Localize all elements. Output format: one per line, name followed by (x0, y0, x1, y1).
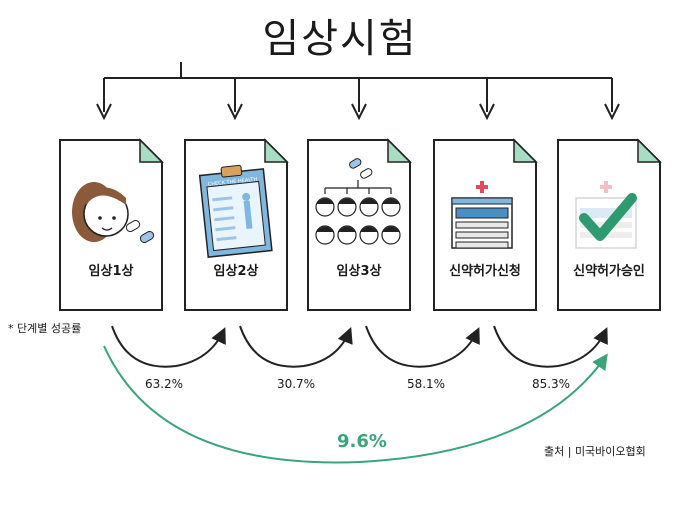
stage-label-2: 임상2상 (214, 264, 259, 279)
clipboard-header: CHECK THE HEALTH (208, 177, 258, 188)
source-credit: 출처 | 미국바이오협회 (544, 445, 646, 458)
stage-label-5: 신약허가승인 (573, 263, 645, 279)
approval-checkmark-icon (575, 181, 637, 249)
overall-success-arrow (103, 345, 608, 464)
hospital-building-icon (451, 181, 513, 249)
stage-card-5: 신약허가승인 (557, 138, 662, 311)
diagram-title: 임상시험 (262, 16, 418, 62)
rate-stage-4-to-5: 85.3% (532, 377, 570, 391)
stage-card-1: 임상1상 (59, 138, 164, 311)
stage-card-3: 임상3상 (307, 138, 412, 311)
stage-label-1: 임상1상 (89, 264, 134, 279)
patient-with-pills-icon (72, 182, 155, 243)
stage-label-3: 임상3상 (337, 264, 382, 279)
stage-arrows (111, 325, 608, 368)
top-connector (96, 62, 620, 121)
success-rate-note: * 단계별 성공률 (8, 322, 81, 335)
rate-stage-3-to-4: 58.1% (407, 377, 445, 391)
rate-stage-2-to-3: 30.7% (277, 377, 315, 391)
stage-card-2: CHECK THE HEALTH 임상2상 (184, 138, 289, 311)
patient-group-tree-icon (315, 158, 401, 245)
overall-success-rate: 9.6% (337, 431, 387, 452)
rate-stage-1-to-2: 63.2% (145, 377, 183, 391)
health-checklist-clipboard-icon: CHECK THE HEALTH (198, 164, 273, 258)
stage-label-4: 신약허가신청 (449, 263, 521, 279)
stage-card-4: 신약허가신청 (433, 138, 538, 311)
